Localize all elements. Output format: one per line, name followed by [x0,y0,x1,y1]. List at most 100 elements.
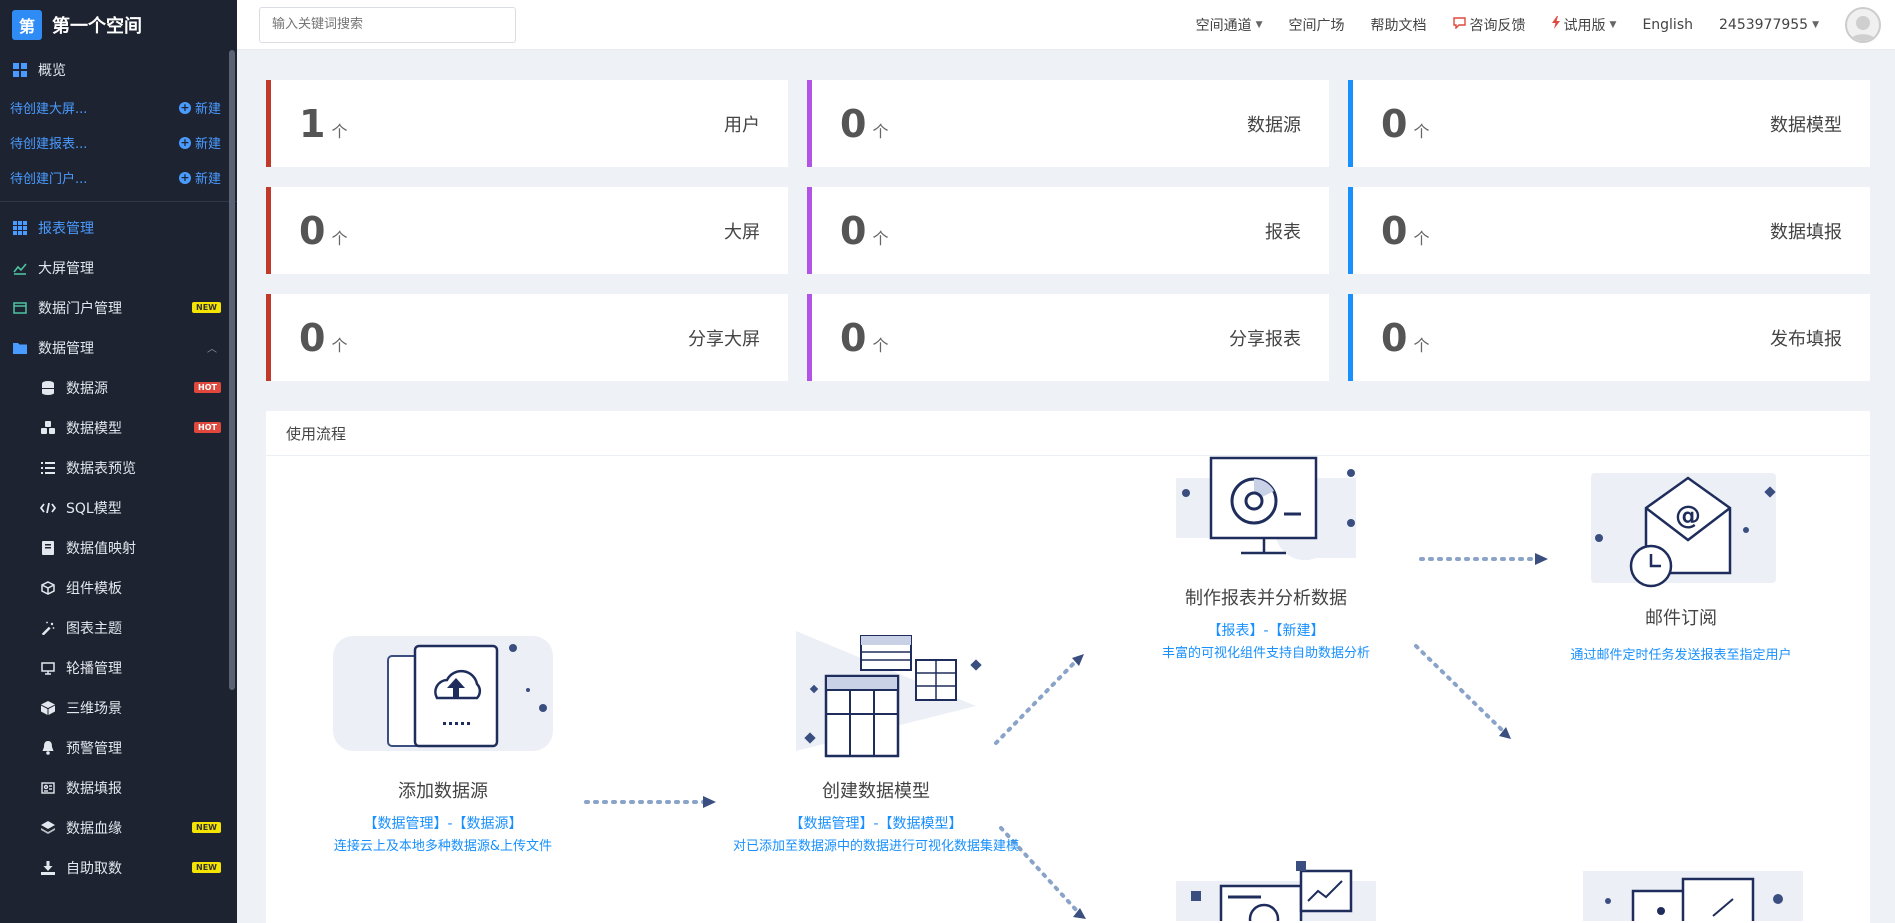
sidebar-item-label: 数据门户管理 [38,301,122,317]
topbar: 空间通道▼ 空间广场 帮助文档 咨询反馈 试用版▼ English 245397… [237,0,1895,50]
search-input[interactable] [259,6,516,43]
stat-unit: 个 [872,228,889,248]
nav-space-channel[interactable]: 空间通道▼ [1196,15,1263,35]
sidebar-item-self-service[interactable]: 自助取数 NEW [0,848,237,888]
nav-trial[interactable]: 试用版▼ [1551,15,1617,35]
avatar[interactable] [1845,6,1881,43]
new-screen-button[interactable]: +新建 [178,98,221,117]
stat-value: 0 [1381,208,1408,253]
sidebar-item-chart-theme[interactable]: 图表主题 [0,608,237,648]
create-item-screen[interactable]: 待创建大屏... +新建 [0,90,237,125]
mail-illustration: @ [1591,473,1776,588]
sidebar-item-lineage[interactable]: 数据血缘 NEW [0,808,237,848]
book-icon [40,540,56,556]
new-portal-button[interactable]: +新建 [178,168,221,187]
new-report-button[interactable]: +新建 [178,133,221,152]
table-grid-icon [12,220,28,236]
new-label: 新建 [194,137,221,152]
sidebar-item-value-mapping[interactable]: 数据值映射 [0,528,237,568]
step-path-link[interactable]: 【数据管理】-【数据源】 [363,816,523,832]
stat-value: 1 [299,101,326,146]
stat-unit: 个 [1413,335,1430,355]
sidebar-item-3d-scene[interactable]: 三维场景 [0,688,237,728]
stat-label: 数据填报 [1770,221,1842,243]
flow-step-datamodel[interactable]: 创建数据模型 【数据管理】-【数据模型】 对已添加至数据源中的数据进行可视化数据… [706,626,1046,854]
hot-badge: HOT [194,382,221,393]
sidebar-item-label: 三维场景 [66,701,122,717]
stat-label: 数据模型 [1770,114,1842,136]
sidebar-item-datamodel[interactable]: 数据模型 HOT [0,408,237,448]
step-path-link[interactable]: 【数据管理】-【数据模型】 [789,816,963,832]
layers-icon [40,820,56,836]
sidebar-divider [0,201,237,202]
sidebar-item-datasource[interactable]: 数据源 HOT [0,368,237,408]
sidebar-item-sql-model[interactable]: SQL模型 [0,488,237,528]
caret-down-icon: ▼ [1609,19,1617,30]
sidebar-item-data-fill[interactable]: 数据填报 [0,768,237,808]
list-icon [40,460,56,476]
flow-step-datasource[interactable]: 添加数据源 【数据管理】-【数据源】 连接云上及本地多种数据源&上传文件 [313,626,573,854]
sidebar-item-portal[interactable]: 数据门户管理 NEW [0,288,237,328]
step-path-link[interactable]: 【报表】-【新建】 [1207,623,1325,639]
caret-down-icon: ▼ [1812,19,1819,30]
stat-label: 分享报表 [1229,328,1301,350]
sidebar-item-data[interactable]: 数据管理 ︿ [0,328,237,368]
sidebar-scrollbar[interactable] [229,50,235,690]
sidebar-item-label: 图表主题 [66,621,122,637]
brand[interactable]: 第 第一个空间 [0,0,237,50]
sidebar-item-label: 数据值映射 [66,541,136,557]
nav-language[interactable]: English [1642,17,1693,33]
sidebar-item-screen[interactable]: 大屏管理 [0,248,237,288]
stat-unit: 个 [331,335,348,355]
step-desc: 连接云上及本地多种数据源&上传文件 [333,839,553,854]
sidebar-item-overview[interactable]: 概览 [0,50,237,90]
new-label: 新建 [194,172,221,187]
box-icon [40,700,56,716]
nav-help-docs[interactable]: 帮助文档 [1371,15,1427,35]
new-badge: NEW [192,302,221,313]
cubes-icon [40,420,56,436]
sidebar-item-label: 组件模板 [66,581,122,597]
nav-label: 帮助文档 [1370,17,1427,34]
sidebar-item-label: 数据表预览 [66,461,136,477]
sidebar-item-carousel[interactable]: 轮播管理 [0,648,237,688]
database-icon [40,380,56,396]
stat-label: 大屏 [724,221,760,243]
sidebar-item-label: 数据模型 [66,421,122,437]
create-item-portal[interactable]: 待创建门户... +新建 [0,160,237,195]
sidebar-item-label: 数据管理 [38,341,94,357]
sidebar-item-label: 数据填报 [66,781,122,797]
sidebar-item-component-template[interactable]: 组件模板 [0,568,237,608]
nav-label: 试用版 [1563,17,1606,34]
sidebar-item-alert[interactable]: 预警管理 [0,728,237,768]
nav-user-menu[interactable]: 2453977955▼ [1719,17,1819,33]
flow-step-report[interactable]: 制作报表并分析数据 【报表】-【新建】 丰富的可视化组件支持自助数据分析 [1146,448,1386,661]
create-item-report[interactable]: 待创建报表... +新建 [0,125,237,160]
download-icon [40,860,56,876]
stat-label: 发布填报 [1770,328,1842,350]
flow-step-mail[interactable]: @ 邮件订阅 通过邮件定时任务发送报表至指定用户 [1561,468,1801,663]
sidebar-item-table-preview[interactable]: 数据表预览 [0,448,237,488]
nav-feedback[interactable]: 咨询反馈 [1452,15,1526,35]
nav-space-plaza[interactable]: 空间广场 [1289,15,1345,35]
nav-label: 空间通道 [1195,17,1252,34]
publish-illustration-partial [1583,871,1803,921]
sidebar-item-report[interactable]: 报表管理 [0,208,237,248]
nav-label: 空间广场 [1288,17,1345,34]
sidebar-item-label: 预警管理 [66,741,122,757]
magic-wand-icon [40,620,56,636]
stat-label: 分享大屏 [688,328,760,350]
